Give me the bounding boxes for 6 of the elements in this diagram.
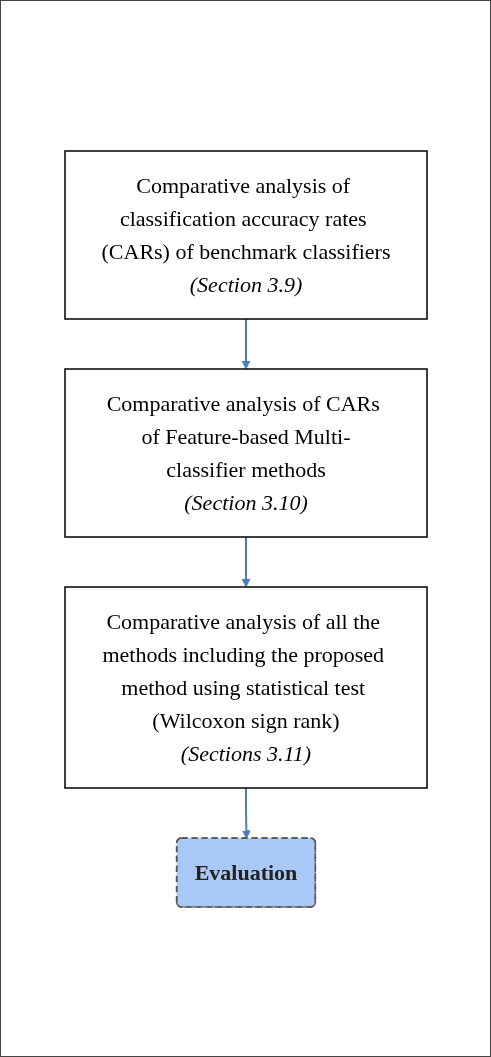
node-box: Comparative analysis of CARs of Feature-based Multi-classifier methods (Section 3.10) bbox=[63, 367, 428, 538]
arrow bbox=[241, 317, 250, 369]
arrow bbox=[241, 535, 250, 587]
node-box: Comparative analysis of classification accuracy rates (CARs) of benchmark classifiers (Section 3.9) bbox=[63, 149, 428, 320]
node-box: Comparative analysis of all the methods including the proposed method using statistical test (Wilcoxon sign rank) (Sections 3.11) bbox=[63, 585, 428, 789]
arrow bbox=[241, 786, 251, 839]
